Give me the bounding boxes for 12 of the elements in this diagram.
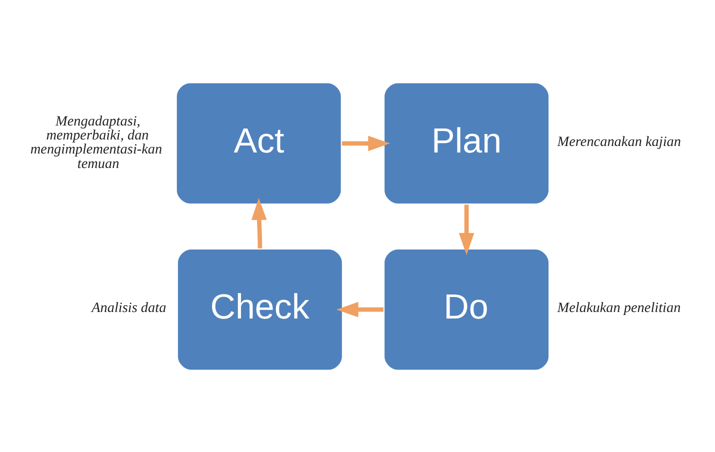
node-label: Melakukan penelitian [557,300,681,316]
arrow [342,135,390,151]
node-box: Act [176,82,341,204]
node-label: Merencanakan kajian [557,134,681,150]
arrow [458,204,474,254]
arrow [336,301,384,317]
node-box: Do [384,248,549,370]
node-box: Plan [384,82,549,204]
arrow [251,198,267,248]
node-box: Check [178,248,342,370]
node-label: Analisis data [92,300,166,316]
node-label: Mengadaptasi, memperbaiki, dan mengimplementasi-kan temuan [30,112,162,172]
